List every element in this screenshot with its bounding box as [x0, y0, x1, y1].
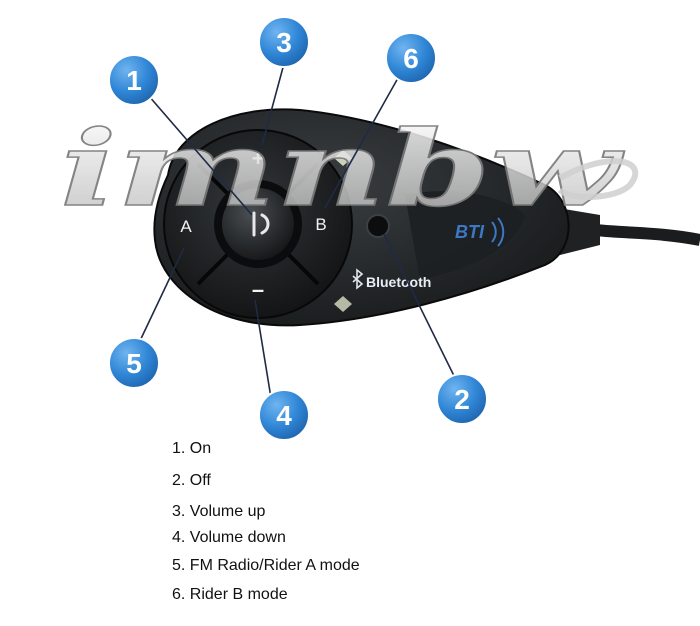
power-icon [252, 211, 270, 237]
rider-b-button[interactable]: B [315, 215, 326, 234]
top-indicator-light [334, 150, 352, 166]
callout-5: 5 [108, 337, 160, 389]
legend-item-fm-radio: 5. FM Radio/Rider A mode [172, 557, 360, 574]
volume-up-button[interactable]: + [252, 146, 265, 171]
legend-item-rider-b: 6. Rider B mode [172, 586, 288, 603]
rider-a-button[interactable]: A [180, 217, 192, 236]
svg-text:1: 1 [126, 65, 142, 96]
svg-text:BTI: BTI [455, 222, 485, 242]
watermark-swash [557, 158, 639, 200]
callout-1: 1 [108, 54, 160, 106]
legend-item-off: 2. Off [172, 472, 211, 489]
svg-text:4: 4 [276, 400, 292, 431]
legend-item-volume-down: 4. Volume down [172, 529, 286, 546]
off-button[interactable] [366, 214, 390, 238]
ring-dividers [196, 162, 320, 286]
legend-item-on: 1. On [172, 440, 212, 457]
svg-text:5: 5 [126, 348, 142, 379]
power-button[interactable] [222, 188, 294, 260]
svg-text:2: 2 [454, 384, 470, 415]
bluetooth-icon [352, 268, 364, 290]
bluetooth-label: Bluetooth [366, 274, 431, 290]
callout-2: 2 [436, 373, 488, 425]
watermark: imnbw [60, 107, 625, 230]
device-side-panel [405, 191, 525, 280]
bottom-indicator-light [334, 296, 352, 312]
legend-item-volume-up: 3. Volume up [172, 503, 266, 520]
callout-4: 4 [258, 389, 310, 441]
volume-down-button[interactable]: – [252, 277, 264, 302]
bti-logo: BTI [455, 217, 505, 247]
svg-text:6: 6 [403, 43, 419, 74]
leader-lines [137, 59, 461, 405]
callout-6: 6 [385, 32, 437, 84]
svg-text:3: 3 [276, 27, 292, 58]
callout-3: 3 [258, 16, 310, 68]
